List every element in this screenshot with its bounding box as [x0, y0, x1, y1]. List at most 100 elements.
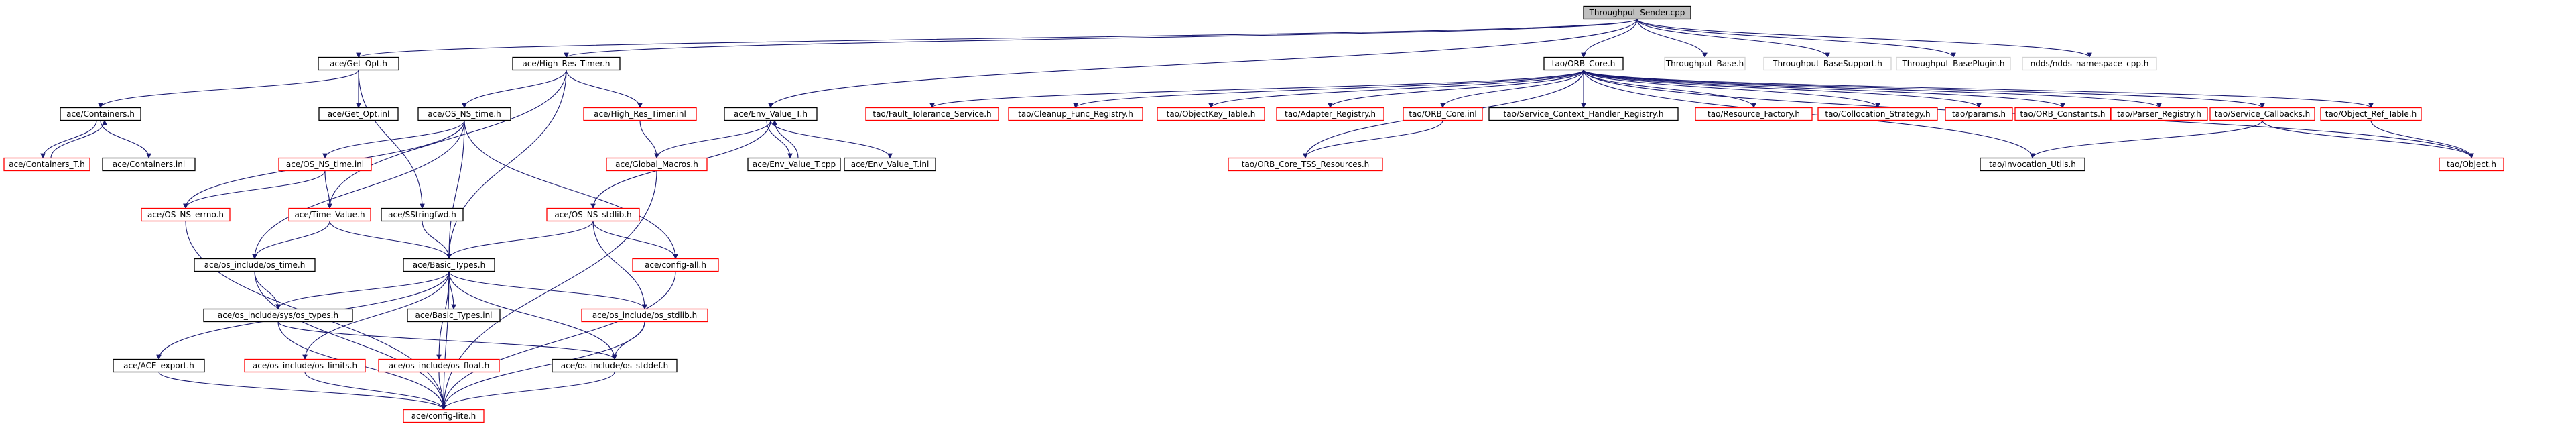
- node-adapter-reg[interactable]: tao/Adapter_Registry.h: [1276, 107, 1384, 121]
- node-containers-h[interactable]: ace/Containers.h: [60, 107, 141, 121]
- node-box: [606, 157, 708, 172]
- node-env-value-t-cpp[interactable]: ace/Env_Value_T.cpp: [747, 157, 841, 172]
- node-objectkey-table[interactable]: tao/ObjectKey_Table.h: [1157, 107, 1265, 121]
- node-basic-types-inl[interactable]: ace/Basic_Types.inl: [407, 308, 501, 323]
- node-hrt-inl[interactable]: ace/High_Res_Timer.inl: [583, 107, 697, 121]
- node-global-macros[interactable]: ace/Global_Macros.h: [606, 157, 708, 172]
- node-params[interactable]: tao/params.h: [1945, 107, 2013, 121]
- node-objref-table[interactable]: tao/Object_Ref_Table.h: [2320, 107, 2422, 121]
- edge-basic_types-to-os_stddef: [448, 271, 617, 360]
- node-config-lite[interactable]: ace/config-lite.h: [403, 409, 485, 423]
- node-label: ace/Env_Value_T.cpp: [753, 160, 836, 169]
- node-box: [1583, 5, 1691, 20]
- edge-containers_h-to-containers_inl: [100, 120, 151, 159]
- node-box: [724, 107, 818, 121]
- nodes-layer: Throughput_Sender.cpp ace/Get_Opt.h ace/Hi…: [3, 5, 2504, 423]
- edge-os_ns_stdlib-to-os_stdlib: [592, 221, 647, 310]
- node-box: [632, 258, 719, 272]
- node-box: [141, 207, 231, 222]
- node-box: [2439, 157, 2504, 172]
- edge-hrt-to-os_ns_time: [462, 70, 567, 109]
- edge-root-to-tp_baseplugin: [1636, 19, 1956, 58]
- node-svc-ctx[interactable]: tao/Service_Context_Handler_Registry.h: [1488, 107, 1679, 121]
- node-fault-tol[interactable]: tao/Fault_Tolerance_Service.h: [865, 107, 999, 121]
- edge-objref_table-to-object_h: [2370, 120, 2474, 159]
- node-box: [378, 358, 500, 373]
- node-tp-basesupport: Throughput_BaseSupport.h: [1763, 56, 1892, 71]
- node-label: tao/Service_Callbacks.h: [2215, 109, 2310, 119]
- node-box: [865, 107, 999, 121]
- node-svc-callbacks[interactable]: tao/Service_Callbacks.h: [2209, 107, 2315, 121]
- node-env-value-t[interactable]: ace/Env_Value_T.h: [724, 107, 818, 121]
- node-box: [1695, 107, 1813, 121]
- node-time-value[interactable]: ace/Time_Value.h: [288, 207, 371, 222]
- node-resource-factory[interactable]: tao/Resource_Factory.h: [1695, 107, 1813, 121]
- edge-os_ns_time_inl-to-time_value: [324, 170, 332, 209]
- edge-env_value_t_cpp-to-env_value_t: [772, 119, 799, 158]
- node-hrt[interactable]: ace/High_Res_Timer.h: [512, 56, 621, 71]
- node-box: [318, 107, 399, 121]
- node-ace-export[interactable]: ace/ACE_export.h: [113, 358, 205, 373]
- node-parser-reg[interactable]: tao/Parser_Registry.h: [2110, 107, 2208, 121]
- node-orb-core-inl[interactable]: tao/ORB_Core.inl: [1403, 107, 1483, 121]
- edge-root-to-tp_base: [1636, 19, 1708, 58]
- node-orb-core-tss[interactable]: tao/ORB_Core_TSS_Resources.h: [1228, 157, 1383, 172]
- edge-root-to-get_opt: [356, 19, 1638, 58]
- node-label: tao/Collocation_Strategy.h: [1825, 109, 1930, 119]
- node-box: [1664, 56, 1746, 71]
- node-os-ns-errno[interactable]: ace/OS_NS_errno.h: [141, 207, 231, 222]
- node-root[interactable]: Throughput_Sender.cpp: [1583, 5, 1691, 20]
- node-label: tao/Cleanup_Func_Registry.h: [1018, 109, 1133, 119]
- node-box: [2022, 56, 2157, 71]
- node-containers-t[interactable]: ace/Containers_T.h: [3, 157, 90, 172]
- node-config-all[interactable]: ace/config-all.h: [632, 258, 719, 272]
- node-orb-constants[interactable]: tao/ORB_Constants.h: [2014, 107, 2111, 121]
- node-get-opt-inl[interactable]: ace/Get_Opt.inl: [318, 107, 399, 121]
- node-basic-types[interactable]: ace/Basic_Types.h: [403, 258, 495, 272]
- edge-orb_core-to-params: [1583, 70, 1982, 109]
- edge-root-to-env_value_t: [768, 19, 1638, 109]
- node-os-limits[interactable]: ace/os_include/os_limits.h: [244, 358, 366, 373]
- node-get-opt[interactable]: ace/Get_Opt.h: [318, 56, 399, 71]
- node-label: ace/Get_Opt.inl: [328, 109, 390, 119]
- node-label: ace/OS_NS_time.h: [428, 109, 501, 119]
- node-os-types[interactable]: ace/os_include/sys/os_types.h: [203, 308, 353, 323]
- edge-env_value_t-to-env_value_t_cpp: [766, 120, 793, 159]
- edge-root-to-tp_basesupport: [1636, 19, 1830, 58]
- node-box: [318, 56, 399, 71]
- node-os-ns-stdlib[interactable]: ace/OS_NS_stdlib.h: [546, 207, 640, 222]
- edge-os_ns_stdlib-to-config_all: [592, 221, 678, 260]
- node-sstringfwd[interactable]: ace/SStringfwd.h: [381, 207, 464, 222]
- node-box: [583, 107, 697, 121]
- node-os-stddef[interactable]: ace/os_include/os_stddef.h: [552, 358, 678, 373]
- node-os-ns-time[interactable]: ace/OS_NS_time.h: [417, 107, 511, 121]
- edge-os_ns_time-to-config_all: [464, 120, 678, 260]
- node-orb-core[interactable]: tao/ORB_Core.h: [1543, 56, 1624, 71]
- node-label: tao/Service_Context_Handler_Registry.h: [1504, 109, 1664, 119]
- node-os-ns-time-inl[interactable]: ace/OS_NS_time.inl: [278, 157, 372, 172]
- edge-time_value-to-basic_types: [329, 221, 452, 260]
- edge-env_value_t-to-global_macros: [654, 120, 771, 159]
- edge-os_limits-to-config_lite: [304, 372, 446, 411]
- node-label: tao/Object_Ref_Table.h: [2325, 109, 2417, 119]
- node-label: ace/OS_NS_stdlib.h: [554, 210, 631, 219]
- node-os-float[interactable]: ace/os_include/os_float.h: [378, 358, 500, 373]
- node-collocation[interactable]: tao/Collocation_Strategy.h: [1817, 107, 1938, 121]
- node-invocation-utils[interactable]: tao/Invocation_Utils.h: [1980, 157, 2085, 172]
- edge-orb_core-to-objectkey_table: [1208, 70, 1584, 109]
- node-label: Throughput_Sender.cpp: [1589, 8, 1685, 17]
- node-label: ace/ACE_export.h: [123, 361, 194, 370]
- node-cleanup-func[interactable]: tao/Cleanup_Func_Registry.h: [1008, 107, 1143, 121]
- node-object-h[interactable]: tao/Object.h: [2439, 157, 2504, 172]
- edge-orb_core-to-collocation: [1583, 70, 1880, 109]
- node-containers-inl[interactable]: ace/Containers.inl: [102, 157, 196, 172]
- edge-os_time-to-os_types: [254, 271, 281, 310]
- node-os-time[interactable]: ace/os_include/os_time.h: [194, 258, 316, 272]
- node-box: [747, 157, 841, 172]
- node-box: [407, 308, 501, 323]
- node-label: ace/Env_Value_T.h: [734, 109, 808, 119]
- node-label: ace/Containers_T.h: [9, 160, 85, 169]
- node-label: ace/os_include/os_stdlib.h: [592, 311, 697, 320]
- node-os-stdlib[interactable]: ace/os_include/os_stdlib.h: [581, 308, 708, 323]
- node-env-value-t-inl[interactable]: ace/Env_Value_T.inl: [844, 157, 936, 172]
